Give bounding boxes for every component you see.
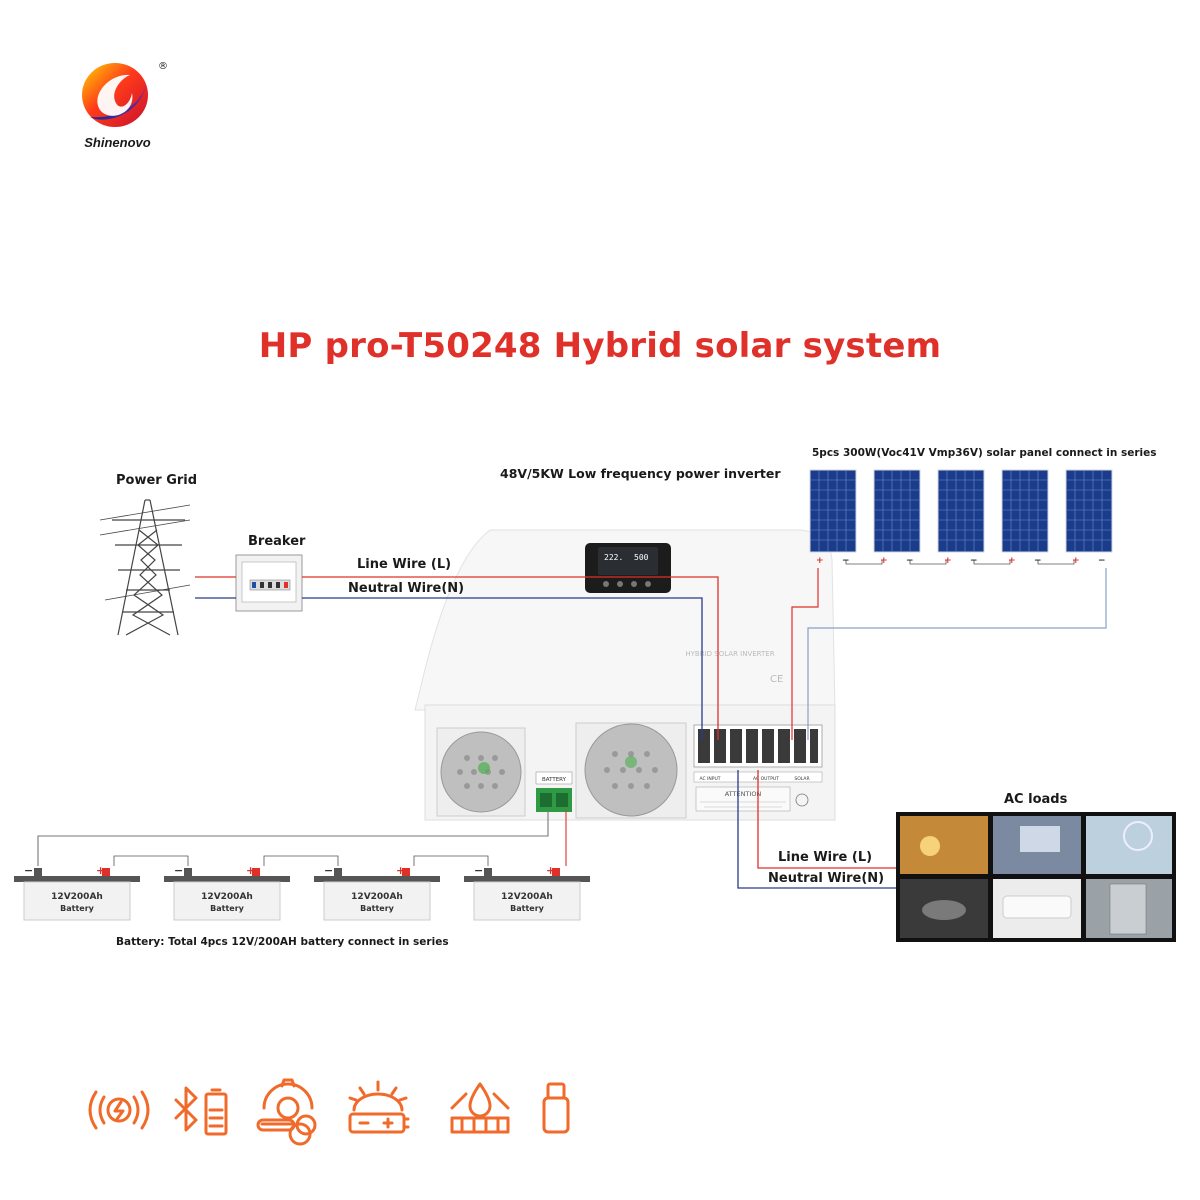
svg-text:+: +: [96, 864, 105, 877]
power-tower-icon: [99, 499, 191, 636]
svg-text:+: +: [880, 556, 888, 566]
page-title: HP pro-T50248 Hybrid solar system: [258, 326, 942, 366]
svg-text:500: 500: [634, 553, 649, 562]
battery-icon: [14, 868, 140, 921]
ac-loads-label: AC loads: [1004, 792, 1068, 807]
solar-panel: [1065, 469, 1113, 553]
lamp-photo: [900, 816, 988, 874]
solar-panel-array: + − + − + − + − + −: [809, 469, 1113, 566]
ac-output-neutral-wire: [737, 770, 896, 889]
inverter-body: 222. 500 HYBRID SOLAR INVERTER CE BAT: [414, 529, 836, 821]
svg-text:−: −: [1034, 556, 1042, 566]
battery-icon: [164, 868, 290, 921]
waterproof-icon: [450, 1082, 510, 1134]
neutral-wire-top-label: Neutral Wire(N): [348, 581, 465, 596]
solar-negative-wire: [807, 568, 1107, 740]
svg-text:12V200Ah: 12V200Ah: [51, 892, 103, 902]
svg-text:−: −: [174, 864, 183, 877]
svg-text:−: −: [970, 556, 978, 566]
svg-text:ATTENTION: ATTENTION: [725, 790, 762, 798]
breaker-icon: [235, 554, 303, 612]
svg-text:HYBRID SOLAR INVERTER: HYBRID SOLAR INVERTER: [685, 650, 774, 658]
svg-text:+: +: [1072, 556, 1080, 566]
solar-panel: [873, 469, 921, 553]
solar-panel: [937, 469, 985, 553]
svg-text:+: +: [944, 556, 952, 566]
svg-text:222.: 222.: [604, 553, 623, 562]
brand-name: Shinenovo: [84, 135, 151, 150]
battery-icon: [464, 868, 590, 921]
ac-input-line-wire: [302, 576, 719, 740]
svg-text:12V200Ah: 12V200Ah: [501, 892, 553, 902]
svg-text:SOLAR: SOLAR: [794, 776, 809, 782]
svg-text:+: +: [1008, 556, 1016, 566]
usb-drive-icon: [542, 1082, 570, 1134]
ac-output-line-wire: [757, 770, 896, 869]
battery-note-label: Battery: Total 4pcs 12V/200AH battery co…: [116, 936, 449, 948]
svg-text:−: −: [474, 864, 483, 877]
ac-loads-collage: [896, 812, 1176, 942]
svg-text:12V200Ah: 12V200Ah: [201, 892, 253, 902]
svg-text:−: −: [324, 864, 333, 877]
power-grid-label: Power Grid: [116, 473, 198, 488]
battery-icon: [314, 868, 440, 921]
svg-text:+: +: [816, 556, 824, 566]
svg-text:12V200Ah: 12V200Ah: [351, 892, 403, 902]
solar-positive-wire: [791, 568, 819, 740]
svg-text:Battery: Battery: [510, 904, 545, 913]
svg-text:+: +: [246, 864, 255, 877]
svg-text:Battery: Battery: [60, 904, 95, 913]
solar-battery-icon: [348, 1080, 410, 1134]
svg-text:−: −: [1098, 556, 1106, 566]
bluetooth-battery-icon: [174, 1086, 228, 1136]
solar-gear-icon: [256, 1078, 317, 1146]
battery-negative-wire: [37, 810, 549, 866]
line-wire-top-label: Line Wire (L): [357, 557, 452, 572]
solar-panels-label: 5pcs 300W(Voc41V Vmp36V) solar panel con…: [812, 447, 1157, 459]
svg-text:AC INPUT: AC INPUT: [699, 776, 720, 782]
svg-text:Battery: Battery: [210, 904, 245, 913]
svg-text:AC OUTPUT: AC OUTPUT: [753, 776, 779, 782]
svg-text:+: +: [546, 864, 555, 877]
solar-panel: [809, 469, 857, 553]
shinenovo-logo-icon: [82, 63, 148, 127]
breaker-label: Breaker: [248, 534, 306, 549]
inverter-label: 48V/5KW Low frequency power inverter: [500, 466, 781, 481]
brand-logo: ® Shinenovo: [70, 55, 180, 155]
svg-text:CE: CE: [770, 674, 783, 685]
wireless-charging-icon: [88, 1090, 150, 1130]
svg-text:−: −: [24, 864, 33, 877]
svg-text:−: −: [842, 556, 850, 566]
svg-text:BATTERY: BATTERY: [542, 777, 567, 783]
svg-text:Battery: Battery: [360, 904, 395, 913]
line-wire-bottom-label: Line Wire (L): [778, 850, 873, 865]
ac-input-neutral-wire: [302, 597, 703, 740]
svg-text:+: +: [396, 864, 405, 877]
neutral-wire-bottom-label: Neutral Wire(N): [768, 871, 885, 886]
solar-panel: [1001, 469, 1049, 553]
registered-mark: ®: [158, 61, 168, 72]
svg-text:−: −: [906, 556, 914, 566]
